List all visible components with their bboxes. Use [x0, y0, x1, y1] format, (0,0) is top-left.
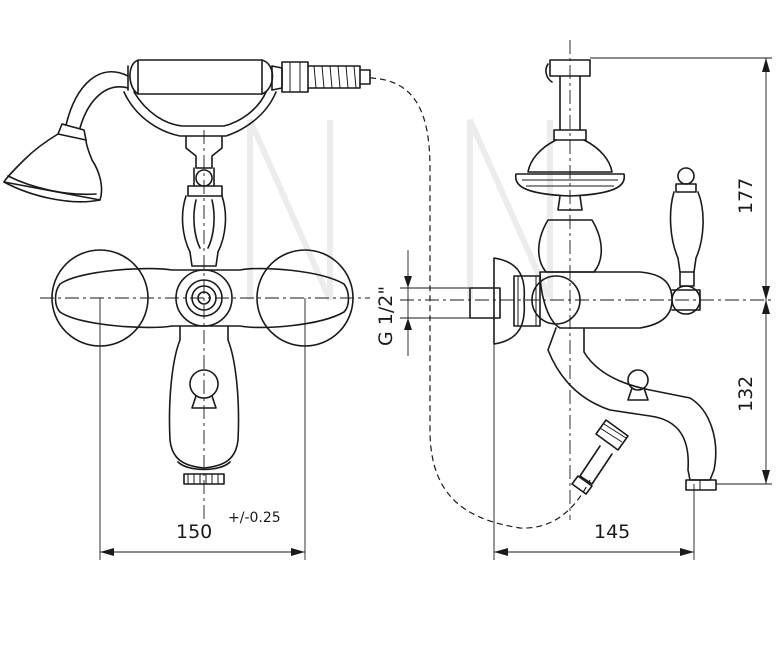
dim-height-177: 177 — [735, 178, 757, 214]
dim-thread-g12: G 1/2" — [375, 286, 397, 346]
dim-tolerance: +/-0.25 — [228, 510, 281, 526]
hand-shower — [3, 71, 129, 203]
dim-depth-145: 145 — [594, 521, 630, 543]
side-body — [531, 219, 701, 329]
watermark — [247, 118, 553, 302]
side-lever — [669, 167, 704, 287]
dim-width-150: 150 — [176, 521, 212, 543]
side-inlet — [469, 257, 541, 345]
front-view — [3, 59, 371, 560]
shower-cradle — [123, 59, 371, 187]
side-spout — [547, 327, 717, 495]
dim-height-132: 132 — [735, 376, 757, 412]
side-view — [400, 40, 772, 560]
hose-dashed — [369, 77, 591, 529]
